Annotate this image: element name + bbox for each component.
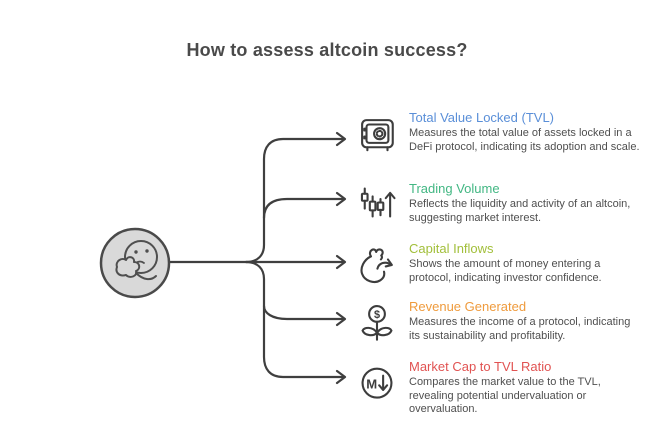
item-description: Measures the income of a protocol, indic… [409, 316, 631, 342]
thinking-person-icon [99, 227, 171, 299]
arrowhead-icon [335, 131, 347, 147]
arrowhead-icon [335, 311, 347, 327]
safe-vault-icon [356, 113, 398, 157]
item-trading-volume: Trading Volume Reflects the liquidity an… [356, 181, 641, 228]
page-title: How to assess altcoin success? [186, 40, 468, 60]
item-heading: Market Cap to TVL Ratio [409, 359, 552, 374]
branch-lower [262, 304, 345, 321]
item-description: Reflects the liquidity and activity of a… [409, 198, 631, 224]
item-heading: Capital Inflows [409, 241, 494, 256]
branch-bottom [244, 260, 345, 379]
svg-text:$: $ [374, 309, 380, 321]
candlestick-chart-icon [356, 184, 398, 228]
branch-top [244, 137, 345, 264]
item-market-cap-tvl-ratio: M Market Cap to TVL Ratio Compares the m… [356, 359, 641, 417]
item-revenue-generated: $ Revenue Generated Measures the income … [356, 299, 641, 346]
svg-text:M: M [366, 376, 377, 391]
arrowhead-icon [335, 254, 347, 270]
item-heading: Revenue Generated [409, 299, 527, 314]
item-capital-inflows: Capital Inflows Shows the amount of mone… [356, 241, 641, 288]
branch-upper [262, 197, 345, 220]
money-plant-icon: $ [356, 302, 398, 346]
arrowhead-icon [335, 369, 347, 385]
market-cap-ratio-icon: M [356, 362, 398, 406]
item-description: Compares the market value to the TVL, re… [409, 376, 601, 415]
item-heading: Trading Volume [409, 181, 500, 196]
item-heading: Total Value Locked (TVL) [409, 110, 554, 125]
item-description: Measures the total value of assets locke… [409, 127, 640, 153]
item-description: Shows the amount of money entering a pro… [409, 258, 602, 284]
money-bag-icon [356, 244, 398, 288]
item-total-value-locked: Total Value Locked (TVL) Measures the to… [356, 110, 641, 157]
arrowhead-icon [335, 191, 347, 207]
